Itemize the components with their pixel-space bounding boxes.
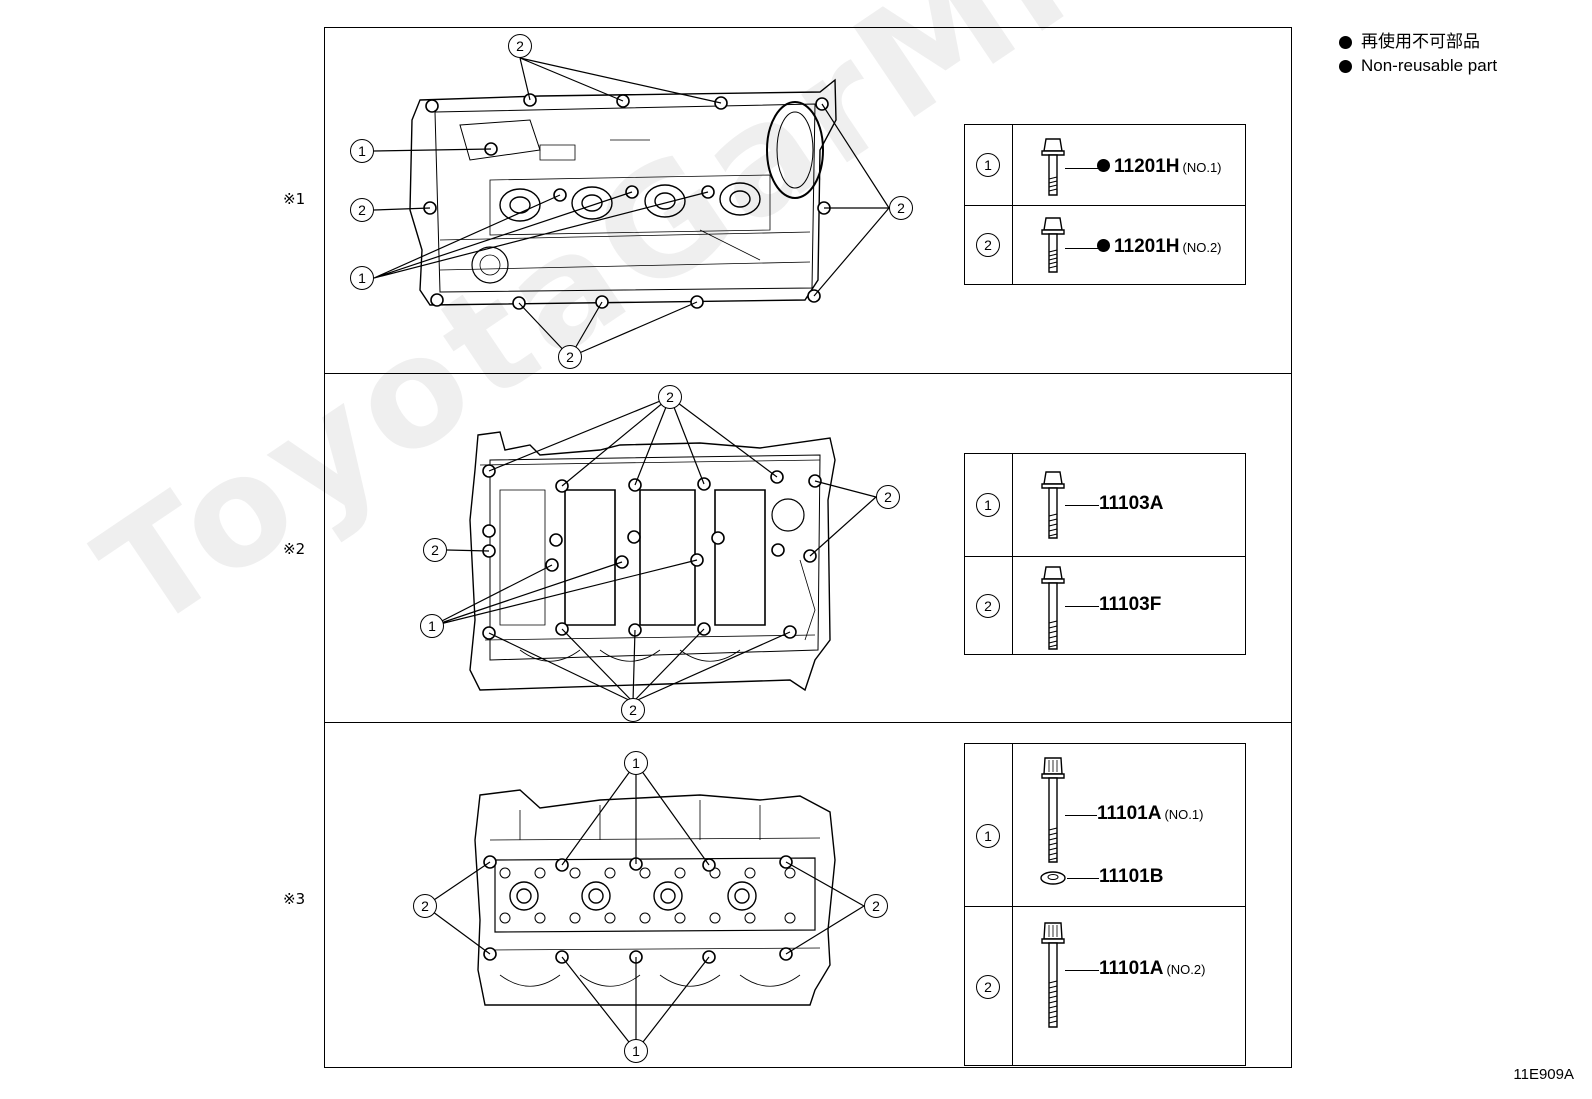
row-number-badge: 2 [976,233,1000,257]
block-bolt-holes [482,464,822,640]
part-row-2-2: 2 11103F [965,556,1245,656]
callout-circle: 1 [350,266,374,290]
legend-text-jp: 再使用不可部品 [1361,32,1480,51]
part-row-3-2: 2 11101A(NO.2) [965,906,1245,1067]
row-number-badge: 2 [976,975,1000,999]
part-row-3-1: 1 11101A(NO.1) 11101B [965,744,1245,906]
cylinder-block-drawing [469,431,836,692]
bullet-icon [1339,59,1352,73]
cylinder-head-cover-drawing [409,78,837,306]
callout-circle: 1 [624,751,648,775]
part-code-11103A: 11103A [1099,493,1164,514]
illustration-number: 11E909A [1513,1066,1574,1083]
cover-leader-lines [373,57,890,358]
flange-bolt-icon [1041,566,1065,650]
flange-bolt-icon [1041,471,1065,539]
part-table-2: 1 11103A 2 11103F [964,453,1246,655]
non-reusable-dot-icon [1097,239,1110,252]
legend: 再使用不可部品 Non-reusable part [1339,30,1497,78]
head-small-holes [499,867,796,924]
head-leader-lines [424,762,865,1052]
cylinder-head-drawing [474,789,836,1006]
part-row-1-2: 2 11201H(NO.2) [965,205,1245,286]
cylinder-head-bolt-icon [1041,922,1065,1028]
callout-circle: 2 [558,345,582,369]
part-code-11103F: 11103F [1099,594,1162,615]
part-code-11101A-no1: 11101A(NO.1) [1097,803,1204,824]
callout-circle: 2 [876,485,900,509]
callout-circle: 1 [624,1039,648,1063]
row-number-badge: 1 [976,153,1000,177]
part-table-1: 1 11201H(NO.1) 2 11201H(NO.2) [964,124,1246,285]
flange-bolt-icon [1041,138,1065,196]
section-divider-2 [324,722,1292,723]
legend-text-en: Non-reusable part [1361,56,1498,75]
part-code-11201H-no2: 11201H(NO.2) [1097,236,1222,258]
part-table-3: 1 11101A(NO.1) 11101B 2 11101A(NO.2) [964,743,1246,1066]
callout-circle: 1 [420,614,444,638]
callout-circle: 2 [350,198,374,222]
part-code-11101B: 11101B [1099,866,1164,887]
flange-bolt-icon [1041,217,1065,273]
bullet-icon [1339,35,1352,49]
callout-circle: 2 [413,894,437,918]
diagram-frame [324,27,1292,1068]
cover-bolt-holes [423,93,831,310]
part-row-2-1: 1 11103A [965,454,1245,556]
part-row-1-1: 1 11201H(NO.1) [965,125,1245,205]
row-number-badge: 1 [976,824,1000,848]
callout-circle: 2 [864,894,888,918]
washer-icon [1040,871,1066,885]
section-marker-2: ※2 [283,540,306,558]
callout-circle: 2 [658,385,682,409]
callout-circle: 2 [621,698,645,722]
callout-circle: 2 [423,538,447,562]
section-divider-1 [324,373,1292,374]
section-marker-1: ※1 [283,190,306,208]
cylinder-head-bolt-icon [1041,757,1065,863]
part-code-11101A-no2: 11101A(NO.2) [1099,958,1206,979]
block-leader-lines [431,396,877,703]
non-reusable-dot-icon [1097,159,1110,172]
callout-circle: 1 [350,139,374,163]
part-code-11201H-no1: 11201H(NO.1) [1097,156,1222,178]
row-number-badge: 2 [976,594,1000,618]
callout-circle: 2 [889,196,913,220]
callout-circle: 2 [508,34,532,58]
row-number-badge: 1 [976,493,1000,517]
section-marker-3: ※3 [283,890,306,908]
